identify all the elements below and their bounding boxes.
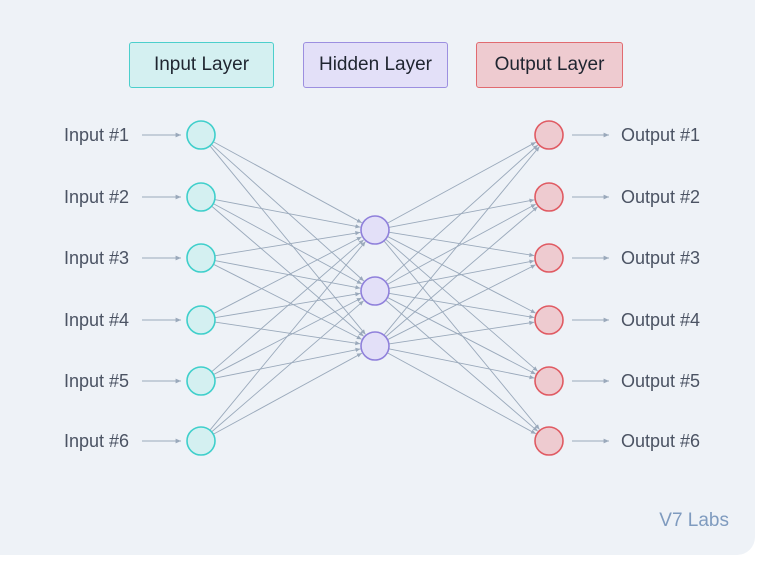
output-node-1 xyxy=(534,120,564,150)
input-node-6 xyxy=(186,426,216,456)
edge-hidden-2-output-6 xyxy=(385,299,538,432)
edge-input-1-hidden-3 xyxy=(209,145,366,335)
input-node-5 xyxy=(186,366,216,396)
input-label-5: Input #5 xyxy=(64,371,129,391)
output-node-4 xyxy=(534,305,564,335)
input-label-4: Input #4 xyxy=(64,310,129,330)
input-node-4 xyxy=(186,305,216,335)
input-label-6: Input #6 xyxy=(64,431,129,451)
legend-hidden-label: Hidden Layer xyxy=(318,54,433,75)
input-label-2: Input #2 xyxy=(64,187,129,207)
edge-hidden-3-output-1 xyxy=(383,146,540,336)
output-node-2 xyxy=(534,182,564,212)
io-arrows xyxy=(142,132,609,444)
edge-hidden-2-output-1 xyxy=(385,144,539,282)
hidden-node-3 xyxy=(360,331,390,361)
edge-input-4-hidden-1 xyxy=(213,236,362,314)
edge-hidden-2-output-4 xyxy=(388,292,535,319)
edge-input-3-hidden-2 xyxy=(214,260,361,290)
input-label-3: Input #3 xyxy=(64,248,129,268)
edge-hidden-3-output-2 xyxy=(385,206,538,338)
edge-hidden-1-output-1 xyxy=(387,141,537,224)
network-diagram: Input #1 Input #2 Input #3 Input #4 Input #5… xyxy=(64,120,700,456)
input-node-3 xyxy=(186,243,216,273)
legend-output-label: Output Layer xyxy=(494,54,605,75)
output-label-2: Output #2 xyxy=(621,187,700,207)
edge-input-3-hidden-1 xyxy=(214,231,361,257)
input-node-2 xyxy=(186,182,216,212)
output-node-3 xyxy=(534,243,564,273)
output-label-3: Output #3 xyxy=(621,248,700,268)
legend-input-label: Input Layer xyxy=(153,54,250,75)
input-label-1: Input #1 xyxy=(64,125,129,145)
edge-hidden-2-output-2 xyxy=(387,203,537,285)
legend-hidden-layer: Hidden Layer xyxy=(303,42,448,88)
output-label-5: Output #5 xyxy=(621,371,700,391)
edge-input-6-hidden-1 xyxy=(209,241,366,431)
diagram-card: Input Layer Hidden Layer Output Layer In… xyxy=(0,0,755,555)
output-node-6 xyxy=(534,426,564,456)
edge-hidden-3-output-6 xyxy=(387,352,537,435)
edge-hidden-3-output-5 xyxy=(388,348,535,380)
io-labels: Input #1 Input #2 Input #3 Input #4 Input #5… xyxy=(64,125,700,451)
output-label-4: Output #4 xyxy=(621,310,700,330)
edge-input-2-hidden-3 xyxy=(211,205,364,337)
edge-input-1-hidden-2 xyxy=(211,144,365,282)
neuron-nodes xyxy=(186,120,564,456)
edge-hidden-2-output-5 xyxy=(387,297,536,375)
hidden-node-2 xyxy=(360,276,390,306)
legend-output-layer: Output Layer xyxy=(476,42,623,88)
hidden-node-1 xyxy=(360,215,390,245)
output-label-6: Output #6 xyxy=(621,431,700,451)
brand-watermark: V7 Labs xyxy=(659,510,729,531)
legend-input-layer: Input Layer xyxy=(129,42,274,88)
output-label-1: Output #1 xyxy=(621,125,700,145)
edge-input-6-hidden-2 xyxy=(211,300,364,433)
edge-input-1-hidden-1 xyxy=(213,141,363,224)
edge-input-2-hidden-1 xyxy=(214,199,361,229)
edge-input-6-hidden-3 xyxy=(213,352,363,435)
input-node-1 xyxy=(186,120,216,150)
edge-hidden-2-output-3 xyxy=(388,259,535,289)
edge-input-3-hidden-3 xyxy=(213,263,362,340)
edge-hidden-1-output-6 xyxy=(383,240,540,430)
edge-hidden-3-output-4 xyxy=(388,320,535,345)
edge-hidden-3-output-3 xyxy=(387,264,536,341)
edge-input-5-hidden-1 xyxy=(211,239,364,373)
output-node-5 xyxy=(534,366,564,396)
edge-input-5-hidden-3 xyxy=(214,347,361,379)
connection-edges xyxy=(209,141,540,435)
edge-input-4-hidden-3 xyxy=(214,321,361,346)
